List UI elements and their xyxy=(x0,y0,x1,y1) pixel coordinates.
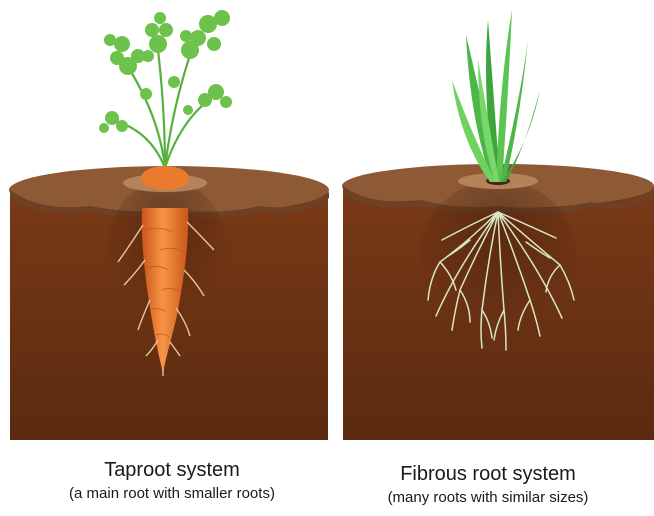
taproot-caption: Taproot system (a main root with smaller… xyxy=(22,458,322,504)
carrot-leaflets xyxy=(99,10,232,133)
taproot-title: Taproot system xyxy=(22,458,322,482)
fibrous-caption: Fibrous root system (many roots with sim… xyxy=(338,462,638,508)
fibrous-panel xyxy=(342,10,654,440)
fibrous-title: Fibrous root system xyxy=(338,462,638,486)
grass-icon xyxy=(452,10,540,182)
carrot-crown xyxy=(141,166,189,190)
root-systems-illustration xyxy=(0,0,654,450)
carrot-icon xyxy=(99,10,232,168)
taproot-panel xyxy=(9,10,329,440)
fibrous-subtitle: (many roots with similar sizes) xyxy=(338,488,638,508)
taproot-subtitle: (a main root with smaller roots) xyxy=(22,484,322,504)
